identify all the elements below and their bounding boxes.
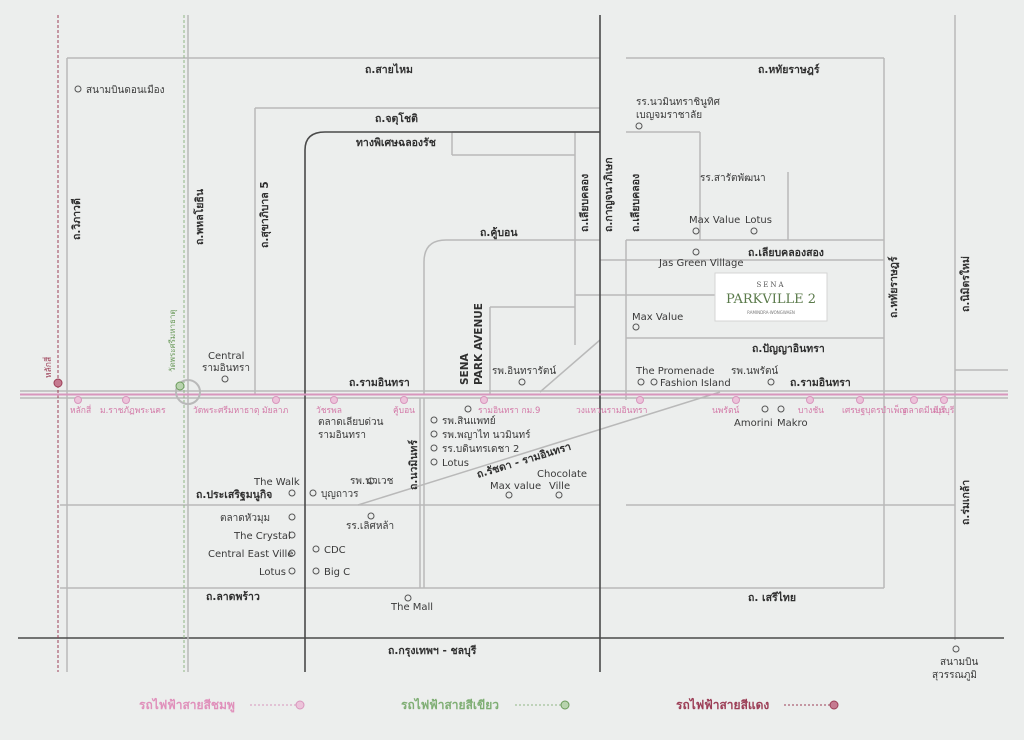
place-chocolate-1: Chocolate [537,469,587,480]
place-max-value-3: Max value [490,481,541,492]
legend-pink: รถไฟฟ้าสายสีชมพู [139,697,235,713]
station-setthabut: เศรษฐบุตรบำเพ็ญ [842,404,907,416]
place-max-value-2: Max Value [632,312,683,323]
place-don-mueang: สนามบินดอนเมือง [86,84,165,96]
place-amorini: Amorini [734,418,773,429]
project-brand: SENA [756,281,785,289]
road-romklao: ถ.ร่มเกล้า [959,480,972,525]
road-kanchanaphisek: ถ.กาญจนาภิเษก [603,157,615,232]
road-lat-phrao: ถ.ลาดพร้าว [206,590,260,603]
place-nawamin-school-1: รร.นวมินทราชินูทิศ [636,97,721,108]
place-makro: Makro [777,418,808,429]
place-max-value-1: Max Value [689,215,740,226]
road-ram-intra-right: ถ.รามอินทรา [790,377,851,389]
red-station-label: หลักสี่ [42,356,54,378]
rail-lines [20,15,1008,672]
place-nawamin-school-2: เบญจมราชาลัย [636,110,702,121]
place-suvarnabhumi-2: สุวรรณภูมิ [932,670,977,681]
station-noppharat: นพรัตน์ [712,405,739,416]
station-min-buri: มีนบุรี [933,405,955,416]
place-sena-avenue-1: SENA [459,352,471,385]
place-jas-green: Jas Green Village [658,258,744,269]
place-talad-huamum: ตลาดหัวมุม [220,513,270,524]
project-name: PARKVILLE 2 [726,292,816,307]
place-lerdsin: รร.เลิศหล้า [346,520,394,532]
place-lotus-2: Lotus [442,458,469,469]
road-nimit-mai: ถ.นิมิตรใหม่ [958,256,972,312]
road-liab-khlong-song: ถ.เลียบคลองสอง [748,246,824,259]
road-liab-khlong-v1: ถ.เลียบคลอง [578,174,591,232]
red-line-station [53,378,63,388]
road-nawamin: ถ.นวมินทร์ [407,440,420,490]
place-boonthavorn: บุญถาวร [321,489,359,500]
legend-green: รถไฟฟ้าสายสีเขียว [401,697,499,712]
road-panya-intra: ถ.ปัญญาอินทรา [752,343,825,355]
road-ku-bon: ถ.คู้บอน [480,226,518,240]
legend-red: รถไฟฟ้าสายสีแดง [676,697,769,712]
road-chatu-chot: ถ.จตุโชติ [375,112,418,126]
place-phyathai-nawamin: รพ.พญาไท นวมินทร์ [442,429,531,441]
place-central-1: Central [208,351,244,362]
station-mai-lap: มัยลาภ [262,406,289,416]
legend: รถไฟฟ้าสายสีชมพู รถไฟฟ้าสายสีเขียว รถไฟฟ… [139,697,839,713]
place-lotus-1: Lotus [745,215,772,226]
place-sinphat: รพ.สินแพทย์ [442,415,496,427]
place-intrarat-hospital: รพ.อินทรารัตน์ [492,365,556,377]
road-hathai-rat-right: ถ.หทัยราษฎร์ [887,256,900,318]
road-ram-intra-left: ถ.รามอินทรา [349,377,410,389]
place-the-walk: The Walk [253,477,300,488]
road-vibhavadi: ถ.วิภาวดี [70,198,83,240]
road-sai-mai: ถ.สายไหม [365,63,413,76]
place-lotus-3: Lotus [259,567,286,578]
green-line-station [175,381,185,391]
place-the-mall: The Mall [390,602,433,613]
place-phyathai-phat: รพ.นพรัตน์ [731,365,778,377]
station-rajabhat: ม.ราชภัฏพระนคร [100,406,166,416]
place-central-2: รามอินทรา [202,363,250,374]
place-liab-market-2: รามอินทรา [318,430,366,441]
road-phahonyothin: ถ.พหลโยธิน [193,188,206,245]
station-ram-intra-km9: รามอินทรา กม.9 [478,406,540,416]
station-watcharaphon: วัชรพล [316,406,342,416]
place-liab-market-1: ตลาดเลียบด่วน [318,416,384,428]
place-chocolate-2: Ville [549,481,570,492]
station-khu-bon: คู้บอน [393,405,415,416]
project-logo: SENA PARKVILLE 2 RAMINDRA-WONGWAEN [714,272,828,322]
place-nawavej: รพ.นวเวช [350,476,394,487]
road-liab-khlong-v2: ถ.เลียบคลอง [629,174,642,232]
road-sukhaphiban5: ถ.สุขาภิบาล 5 [259,181,272,248]
project-subtitle: RAMINDRA-WONGWAEN [747,310,795,315]
station-lak-si: หลักสี่ [70,404,92,416]
station-wongwaen: วงแหวนรามอินทรา [576,406,647,416]
place-the-crystal: The Crystal [233,531,291,542]
place-promenade-2: Fashion Island [660,378,731,389]
place-bodin: รร.บดินทรเดชา 2 [442,444,519,455]
green-station-label: วัดพระศรีมหาธาตุ [168,309,177,372]
place-sarit-school: รร.สารัตพัฒนา [700,173,766,184]
place-sena-avenue-2: PARK AVENUE [473,303,485,385]
place-promenade-1: The Promenade [635,366,715,377]
road-hathai-rat-top: ถ.หทัยราษฎร์ [758,63,820,76]
place-central-east: Central East Ville [208,549,293,560]
station-wat-phra-si: วัดพระศรีมหาธาตุ [193,405,259,416]
legend-red-dot [829,700,839,710]
place-cdc: CDC [324,545,346,556]
place-big-c: Big C [324,567,350,578]
road-prasert-manukit: ถ.ประเสริฐมนูกิจ [196,489,272,502]
road-expressway: ทางพิเศษฉลองรัช [356,137,436,149]
legend-green-dot [560,700,570,710]
poi-markers [74,85,960,653]
station-talat-min-buri: ตลาดมีนบุรี [903,405,946,416]
station-bang-chan: บางชัน [798,406,824,416]
major-roads [18,15,1004,672]
road-seri-thai: ถ. เสรีไทย [748,591,796,604]
road-krungthep-chonburi: ถ.กรุงเทพฯ - ชลบุรี [388,644,477,658]
place-suvarnabhumi-1: สนามบิน [940,657,978,668]
legend-pink-dot [295,700,305,710]
minor-roads [20,15,1008,672]
